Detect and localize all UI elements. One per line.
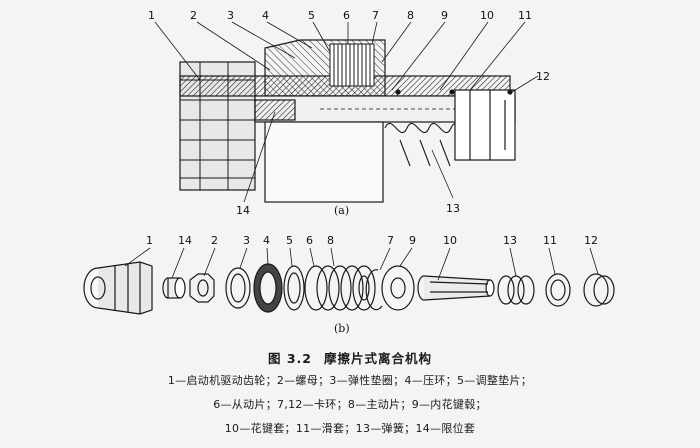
part-pressure-ring: [253, 263, 283, 313]
part-spring: [497, 275, 535, 305]
callout-a-14: 14: [236, 204, 250, 217]
callout-b-8: 8: [327, 234, 334, 247]
callout-a-3: 3: [227, 9, 234, 22]
part-stop-sleeve: [162, 277, 186, 299]
part-washer: [225, 267, 251, 309]
clutch-drawing: 1 2 3 4 5 6 7 8 9 10 11 12 13 14 (a): [83, 9, 615, 335]
callout-b-10: 10: [443, 234, 457, 247]
callout-a-5: 5: [308, 9, 315, 22]
callout-b-14: 14: [178, 234, 192, 247]
callout-b-6: 6: [306, 234, 313, 247]
callout-a-4: 4: [262, 9, 269, 22]
callouts-b: 1 14 2 3 4 5 6 8 7 9 10 13 11 12: [146, 234, 598, 247]
callout-a-2: 2: [190, 9, 197, 22]
callout-b-9: 9: [409, 234, 416, 247]
callout-b-5: 5: [286, 234, 293, 247]
callouts-a: 1 2 3 4 5 6 7 8 9 10 11 12 13 14: [148, 9, 550, 217]
callout-a-10: 10: [480, 9, 494, 22]
callout-b-2: 2: [211, 234, 218, 247]
part-nut: [189, 273, 215, 303]
sublabel-b: (b): [334, 322, 350, 335]
part-slide-sleeve: [545, 273, 571, 307]
figure-title: 摩擦片式离合机构: [323, 351, 432, 366]
figure-number: 图 3.2: [267, 351, 312, 366]
callout-b-12: 12: [584, 234, 598, 247]
legend-line-2: 6—从动片；7,12—卡环；8—主动片；9—内花键毂；: [213, 398, 487, 411]
part-clip-ring: [583, 273, 615, 307]
section-view-a: [154, 21, 539, 203]
part-spline-sleeve: [417, 275, 495, 301]
sliding-sleeve: [454, 89, 516, 161]
callout-b-13: 13: [503, 234, 517, 247]
callout-a-9: 9: [441, 9, 448, 22]
leader-lines-a: [154, 21, 539, 203]
callout-a-11: 11: [518, 9, 532, 22]
callout-b-11: 11: [543, 234, 557, 247]
part-shim: [283, 265, 305, 311]
callout-a-6: 6: [343, 9, 350, 22]
part-circlip: [365, 269, 383, 311]
part-spline-hub: [381, 265, 415, 311]
leader-lines-b: [124, 247, 599, 281]
exploded-view-b: [83, 247, 615, 315]
callout-b-3: 3: [243, 234, 250, 247]
callout-a-8: 8: [407, 9, 414, 22]
callout-b-7: 7: [387, 234, 394, 247]
legend-line-1: 1—启动机驱动齿轮；2—螺母；3—弹性垫圈；4—压环；5—调整垫片；: [167, 374, 533, 387]
callout-b-4: 4: [263, 234, 270, 247]
part-drive-gear: [83, 261, 153, 315]
callout-a-13: 13: [446, 202, 460, 215]
callout-a-12: 12: [536, 70, 550, 83]
sublabel-a: (a): [334, 204, 349, 217]
legend-line-3: 10—花键套；11—滑套；13—弹簧；14—限位套: [224, 422, 476, 435]
friction-plates: [329, 43, 375, 87]
callout-a-7: 7: [372, 9, 379, 22]
callout-a-1: 1: [148, 9, 155, 22]
part-plates: [304, 265, 376, 311]
callout-b-1: 1: [146, 234, 153, 247]
inner-hub: [254, 99, 296, 121]
lower-body: [264, 121, 384, 203]
figure-caption: 图 3.2 摩擦片式离合机构: [0, 348, 700, 367]
